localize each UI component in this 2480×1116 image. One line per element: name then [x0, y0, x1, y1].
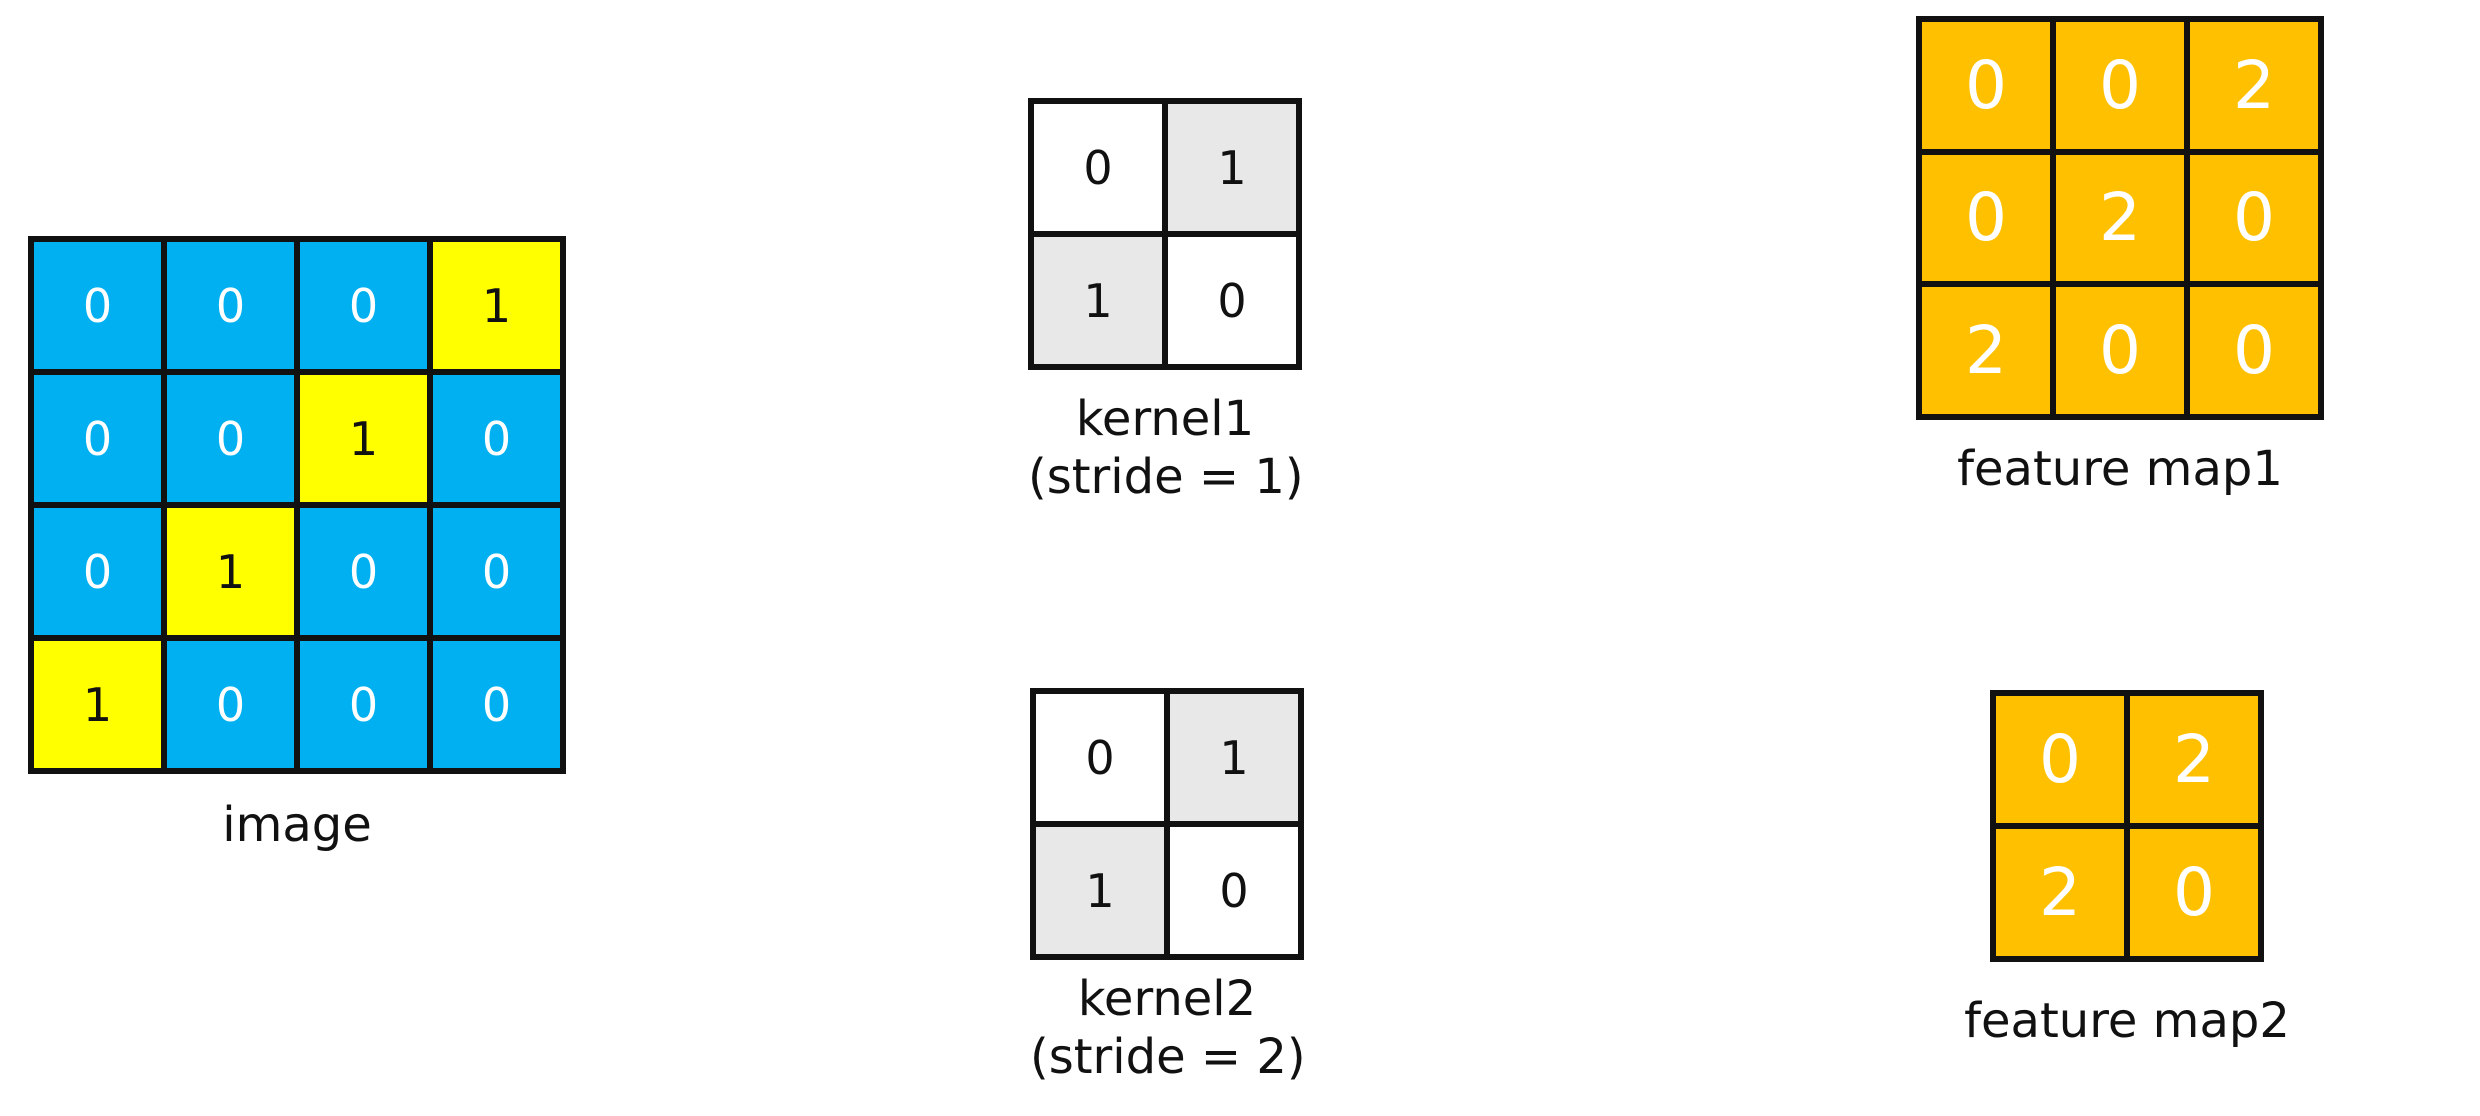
kernel2-caption-stride: (stride = 2) — [1030, 1029, 1306, 1085]
kernel1-cell-1-0: 1 — [1034, 237, 1162, 364]
kernel2-caption: kernel2 (stride = 2) — [1030, 970, 1306, 1086]
feature-map2-cell-1-0: 2 — [1996, 829, 2124, 956]
kernel1-caption-name: kernel1 — [1075, 391, 1255, 447]
image-cell-0-0: 0 — [34, 242, 161, 369]
feature-map2-caption: feature map2 — [1964, 993, 2290, 1049]
kernel1-caption-stride: (stride = 1) — [1028, 449, 1304, 505]
image-cell-0-2: 0 — [300, 242, 427, 369]
feature-map1-cell-2-1: 0 — [2056, 287, 2184, 414]
image-cell-0-3: 1 — [433, 242, 560, 369]
feature-map1-cell-2-2: 0 — [2190, 287, 2318, 414]
feature-map1-cell-1-2: 0 — [2190, 154, 2318, 282]
kernel1-cell-0-1: 1 — [1168, 104, 1296, 231]
image-cell-2-2: 0 — [300, 508, 427, 635]
kernel2-caption-name: kernel2 — [1077, 971, 1257, 1027]
feature-map1-cell-0-1: 0 — [2056, 22, 2184, 149]
feature-map1-cell-0-0: 0 — [1922, 22, 2050, 149]
feature-map1-cell-0-2: 2 — [2190, 22, 2318, 149]
kernel2-cell-1-1: 0 — [1170, 827, 1298, 954]
kernel1-cell-0-0: 0 — [1034, 104, 1162, 231]
feature-map1-cell-2-0: 2 — [1922, 287, 2050, 414]
kernel2-cell-0-1: 1 — [1170, 694, 1298, 821]
image-cell-2-1: 1 — [167, 508, 294, 635]
image-cell-1-0: 0 — [34, 375, 161, 502]
image-cell-0-1: 0 — [167, 242, 294, 369]
image-cell-2-0: 0 — [34, 508, 161, 635]
kernel1-cell-1-1: 0 — [1168, 237, 1296, 364]
image-cell-3-1: 0 — [167, 641, 294, 768]
feature-map2-cell-0-1: 2 — [2130, 696, 2258, 823]
image-cell-3-0: 1 — [34, 641, 161, 768]
feature-map1-cell-1-1: 2 — [2056, 154, 2184, 282]
image-cell-1-1: 0 — [167, 375, 294, 502]
image-cell-1-3: 0 — [433, 375, 560, 502]
feature-map2-cell-0-0: 0 — [1996, 696, 2124, 823]
feature-map2-cell-1-1: 0 — [2130, 829, 2258, 956]
kernel2-cell-0-0: 0 — [1036, 694, 1164, 821]
image-caption: image — [222, 797, 372, 853]
kernel2-cell-1-0: 1 — [1036, 827, 1164, 954]
image-cell-1-2: 1 — [300, 375, 427, 502]
image-cell-2-3: 0 — [433, 508, 560, 635]
feature-map1-caption: feature map1 — [1957, 441, 2283, 497]
image-cell-3-2: 0 — [300, 641, 427, 768]
feature-map1-cell-1-0: 0 — [1922, 154, 2050, 282]
image-cell-3-3: 0 — [433, 641, 560, 768]
kernel1-caption: kernel1 (stride = 1) — [1028, 390, 1304, 506]
